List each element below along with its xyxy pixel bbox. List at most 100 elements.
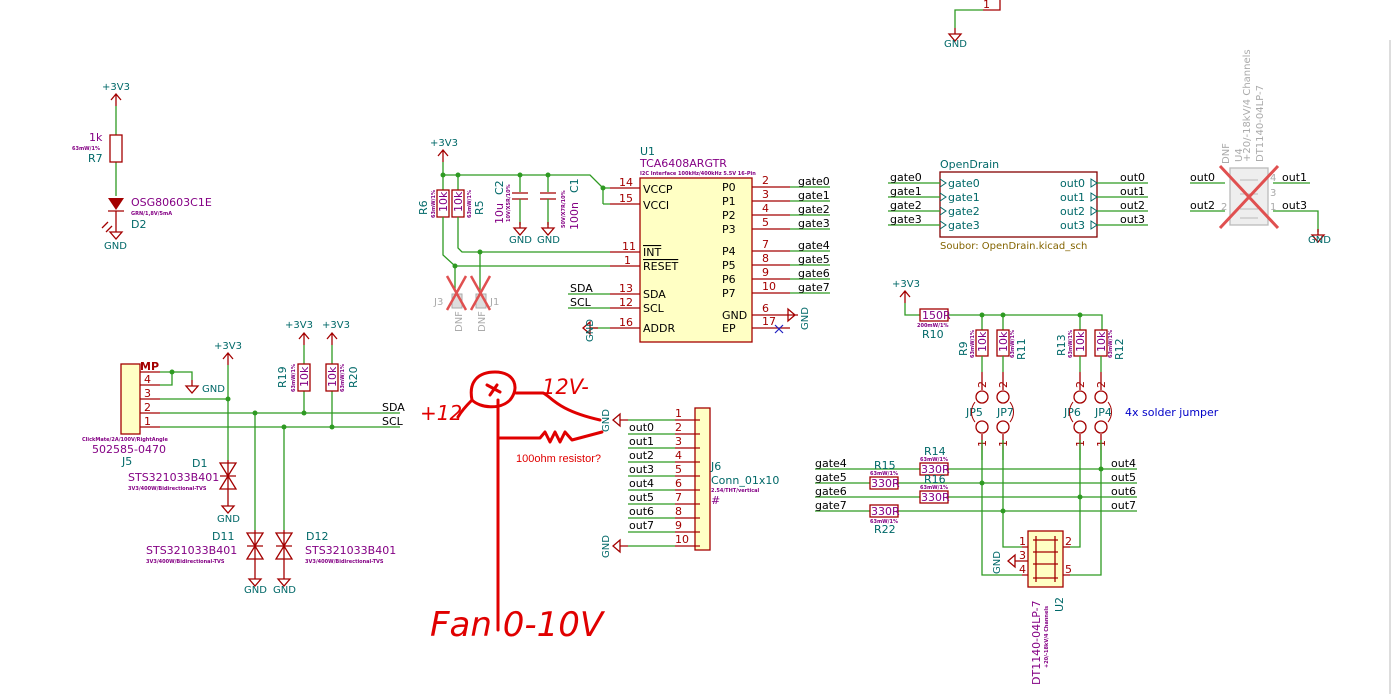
resistor-r15[interactable] (869, 476, 899, 490)
tvs-diode-d11[interactable] (245, 530, 265, 587)
schematic-label: # (711, 494, 720, 507)
schematic-label: 150R (922, 309, 951, 322)
annotation-fan-0-10v: Fan 0-10V (430, 605, 606, 645)
net-label: out4 (1111, 457, 1136, 470)
schematic-label: 200mW/1% (917, 323, 948, 329)
j6-output-connector[interactable]: 12out03out14out25out36out47out58out69out… (601, 407, 779, 558)
sheet-pin-label: out3 (1060, 219, 1085, 232)
net-label-gate2: gate2 (798, 203, 830, 216)
resistor-r16[interactable] (919, 490, 949, 504)
gnd-label: GND (104, 241, 127, 252)
annotation-plus12: +12 (420, 401, 462, 425)
schematic-label: VCCP (643, 183, 673, 196)
u4-tvs-array-dnf[interactable]: GND out0 out1 out2 out3 3 4 2 1 DNF U4 +… (1190, 49, 1331, 246)
jumper-jp5[interactable]: JP5 (965, 406, 983, 419)
opendrain-hierarchical-sheet[interactable]: OpenDrain Soubor: OpenDrain.kicad_sch ga… (888, 158, 1148, 252)
sheet-pin-label: out0 (1060, 177, 1085, 190)
jumper-jp4[interactable]: JP4 (1094, 406, 1112, 419)
connector-j5[interactable] (120, 363, 141, 435)
gnd-label: GND (944, 39, 967, 50)
schematic-label: D12 (306, 530, 328, 543)
net-label-gate0: gate0 (798, 175, 830, 188)
jumper-j1-dnf[interactable]: J1 DNF (469, 275, 499, 332)
schematic-label: GND (1308, 235, 1331, 246)
pin-number: 7 (762, 238, 769, 251)
annotation-resistor-question: 100ohm resistor? (516, 453, 601, 465)
net-label: out6 (1111, 485, 1136, 498)
pin-name: P1 (722, 195, 736, 208)
value: 1k (89, 131, 103, 144)
jumper-outline (971, 401, 1112, 423)
j5-i2c-connector-circuit[interactable]: MP 4 3 2 1 GND SDA SCL ClickMate/2A/100V… (82, 320, 405, 596)
reference: J3 (433, 297, 443, 308)
gnd-label: GND (585, 319, 596, 342)
pin-number: 5 (675, 463, 682, 476)
pin-number: 7 (675, 491, 682, 504)
resistor-r22[interactable] (869, 504, 899, 518)
solder-pad (996, 420, 1010, 434)
u1-io-expander[interactable]: +3V3 10k 10k R6 63mW/1% 63mW/1% R5 GND G… (417, 138, 830, 343)
reference: R15 (874, 459, 896, 472)
value: 10k (437, 191, 450, 212)
schematic-label: VCCI (643, 199, 669, 212)
reference: C1 (568, 178, 581, 193)
pin-number: 3 (762, 188, 769, 201)
schematic-label: 4 (1270, 173, 1276, 184)
schematic-label: 3 (1019, 549, 1026, 562)
jumper-j3-dnf[interactable]: J3 DNF (433, 275, 468, 332)
jumper-jp7[interactable]: JP7 (996, 406, 1014, 419)
schematic-label: R10 (922, 328, 944, 341)
pin-name: P0 (722, 181, 736, 194)
schematic-label: GND (992, 551, 1003, 574)
value: 330R (921, 491, 950, 504)
net-label: out1 (1120, 185, 1145, 198)
pin-number: 2 (1095, 381, 1108, 388)
pin-number: 2 (1074, 381, 1087, 388)
led-d2-icon[interactable] (108, 198, 124, 210)
net-label: gate0 (890, 171, 922, 184)
resistor-r20[interactable] (325, 363, 339, 392)
reference: D2 (131, 218, 146, 231)
reference: C2 (493, 180, 506, 195)
schematic-label: GND (273, 585, 296, 596)
schematic-label: out0 (1190, 171, 1215, 184)
schematic-label: D11 (212, 530, 234, 543)
solder-pad (1073, 420, 1087, 434)
net-label: gate5 (815, 471, 847, 484)
schematic-label: out1 (1282, 171, 1307, 184)
tvs-diode-d12[interactable] (274, 530, 294, 587)
resistor-r7[interactable] (109, 134, 123, 163)
reference: J5 (121, 455, 132, 468)
spec: 63mW/1% (1010, 330, 1016, 358)
led-indicator-circuit[interactable]: +3V3 1k 63mW/1% R7 GND OSG80603C1E GRN/1… (72, 82, 212, 252)
u1-body[interactable] (639, 177, 753, 343)
sheet-pin-input-icon (939, 220, 947, 230)
power-label: +3V3 (102, 82, 130, 93)
net-label-out4: out4 (629, 477, 654, 490)
resistor-r10[interactable] (919, 308, 949, 322)
schematic-label: 3V3/400W/Bidirectional-TVS (305, 559, 384, 565)
schematic-label: +3V3 (892, 279, 920, 290)
net-label-scl: SCL (570, 296, 592, 309)
spec: 63mW/1% (1068, 330, 1074, 358)
description: I2C Interface 100kHz/400kHz 5.5V 16-Pin (640, 171, 756, 177)
schematic-label: out2 (1190, 199, 1215, 212)
connector-j6[interactable] (694, 407, 711, 551)
pin-number: 4 (675, 449, 682, 462)
resistor-r19[interactable] (297, 363, 311, 392)
schematic-label: 4 (1019, 563, 1026, 576)
schematic-label: 1 (1019, 535, 1026, 548)
top-gnd-fragment: 1 GND (944, 0, 1391, 694)
resistor-r14[interactable] (919, 462, 949, 476)
sheet-pin-label: gate0 (948, 177, 980, 190)
spec: GRN/1,8V/5mA (131, 211, 172, 217)
sheet-pin-input-icon (939, 206, 947, 216)
sheet-pin-label: gate2 (948, 205, 980, 218)
solder-pad (996, 390, 1010, 404)
jumper-jp6[interactable]: JP6 (1063, 406, 1081, 419)
net-label-gate5: gate5 (798, 253, 830, 266)
tvs-diode-d1[interactable] (218, 460, 238, 514)
sheet-file: Soubor: OpenDrain.kicad_sch (940, 241, 1087, 252)
